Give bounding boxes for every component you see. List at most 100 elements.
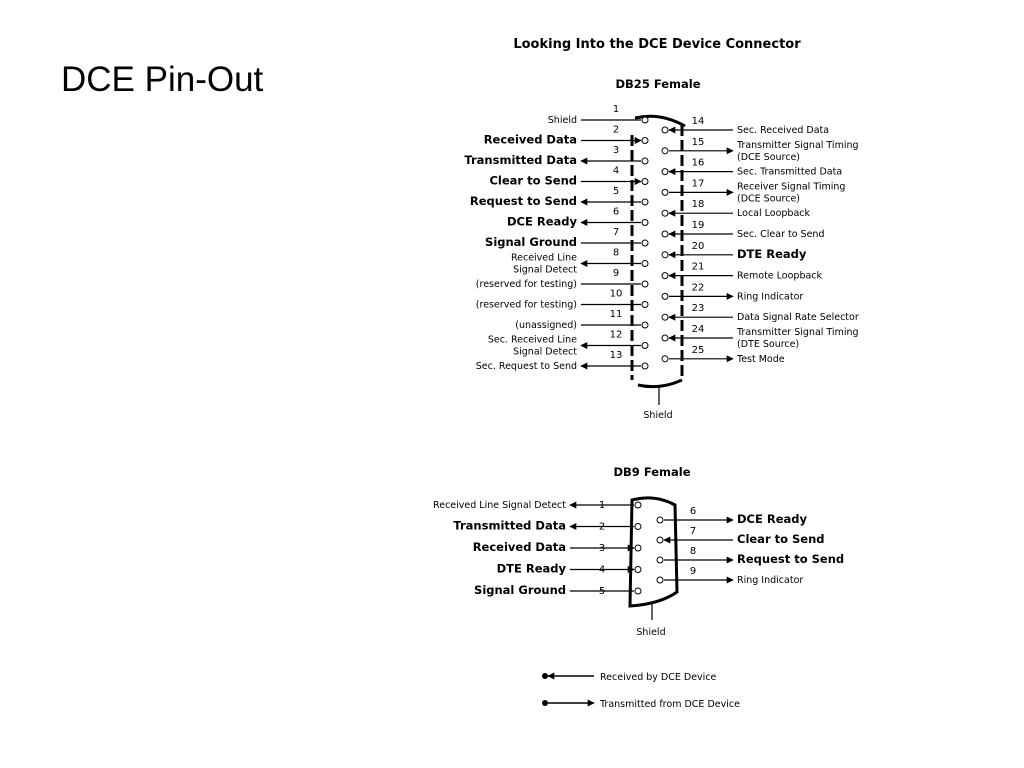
db25-shell [630,125,684,380]
db9-pin-8-label: Request to Send [737,552,844,566]
db9-pin-2-hole [634,523,642,530]
db9-pin-9-label: Ring Indicator [737,575,803,586]
db25-pin-5-hole [641,198,649,206]
db25-pin-12-label-2: Signal Detect [513,347,577,358]
db9-shell [628,496,679,608]
db25-shell-top [634,114,686,128]
db25-pin-15-hole [661,147,669,155]
db9-pin-7-label: Clear to Send [737,532,825,546]
db25-pin-10-label: (reserved for testing) [476,300,577,311]
db9-pin-8-number: 8 [690,546,696,557]
legend-item-transmitted-from-dce-device: Transmitted from DCE Device [542,699,740,710]
db25-pin-4-hole [641,178,649,185]
db25-pin-4-number: 4 [613,166,619,177]
db9-pin-1: 1Received Line Signal Detect [433,500,642,511]
db25-pin-8-label-2: Signal Detect [513,265,577,276]
db25-pin-7-number: 7 [613,227,619,238]
db25-pin-23-hole [661,313,669,321]
db25-pin-22-hole [661,292,669,300]
db9-pin-5-hole [634,587,642,595]
legend-label: Transmitted from DCE Device [599,699,740,710]
db25-pin-18-label: Local Loopback [737,208,810,219]
db25-pin-1-hole [641,116,649,124]
db25-pin-6-hole [641,219,649,226]
db25-pin-25-label: Test Mode [736,354,785,365]
db25-pin-1-label: Shield [548,115,577,126]
db25-pin-9-number: 9 [613,268,619,279]
db25-pin-13-label: Sec. Request to Send [476,361,577,372]
db25-pin-3-label: Transmitted Data [464,153,577,167]
db9-pin-1-hole [634,501,642,509]
db25-pin-18-hole [661,209,669,217]
db9-pin-9-number: 9 [690,566,696,577]
db25-pin-17-hole [661,188,669,196]
db25-heading: DB25 Female [616,77,701,91]
db25-pin-8-label-1: Received Line [511,253,577,264]
db9-connector: DB9 Female Shield 1Received Line Signal … [433,465,844,638]
db25-pin-2-hole [641,137,649,144]
db25-pin-24-label-1: Transmitter Signal Timing [736,327,859,338]
db9-pin-3-hole [634,544,642,552]
db25-pin-14-label: Sec. Received Data [737,125,829,136]
db25-shield-label: Shield [643,410,672,421]
db25-pin-15-number: 15 [692,137,705,148]
legend-item-received-by-dce-device: Received by DCE Device [542,672,717,683]
db25-pin-8-hole [641,260,649,267]
db25-pin-19-number: 19 [692,220,705,231]
db25-pin-17-label-2: (DCE Source) [737,193,800,204]
db25-pin-1-number: 1 [613,104,619,115]
db25-pin-14-number: 14 [692,116,705,127]
db25-pin-24-label-2: (DTE Source) [737,339,799,350]
db9-pin-3-label: Received Data [473,540,566,554]
db9-pin-4: 4DTE Ready [497,562,642,576]
db9-pin-4-label: DTE Ready [497,562,567,576]
db25-pin-8-number: 8 [613,248,619,259]
db9-pin-2-label: Transmitted Data [453,519,566,533]
db25-pin-20-number: 20 [692,241,705,252]
db9-pin-5: 5Signal Ground [474,583,642,597]
db25-pin-15-label-2: (DCE Source) [737,152,800,163]
db25-pin-3-hole [641,157,649,165]
db25-pin-5-label: Request to Send [470,194,577,208]
db25-pin-19-label: Sec. Clear to Send [737,229,825,240]
db25-pin-16-number: 16 [692,158,705,169]
db25-pin-15-label-1: Transmitter Signal Timing [736,140,859,151]
db9-pin-7-number: 7 [690,526,696,537]
db25-pin-2-label: Received Data [484,133,577,147]
db25-pin-24: 24 Transmitter Signal Timing(DTE Source) [661,324,859,350]
db25-pin-10-number: 10 [610,289,623,300]
db9-pin-1-label: Received Line Signal Detect [433,500,566,511]
db9-pin-6-number: 6 [690,506,696,517]
legend-label: Received by DCE Device [600,672,717,683]
db25-pin-7-label: Signal Ground [485,235,577,249]
db25-pin-4-label: Clear to Send [489,174,577,188]
db25-pin-24-number: 24 [692,324,705,335]
db25-pin-5-number: 5 [613,186,619,197]
db25-pin-22-label: Ring Indicator [737,291,803,302]
db25-shell-bottom [637,378,683,389]
db25-pin-6-label: DCE Ready [507,215,577,229]
db25-pin-9-hole [641,280,649,288]
db9-pin-9-hole [656,576,664,584]
db9-pin-8-hole [656,556,664,564]
